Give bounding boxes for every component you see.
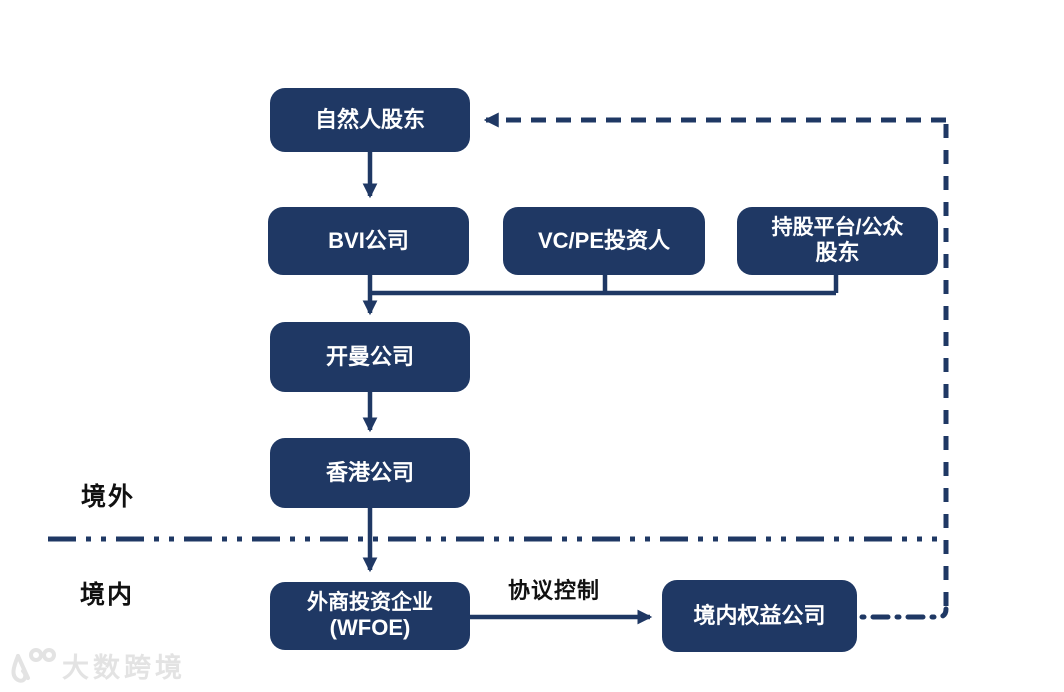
node-vcpe-label: VC/PE投资人 [537, 227, 671, 253]
node-holding-platform-public-shareholders: 持股平台/公众 股东 [737, 207, 938, 275]
node-holding-platform-label-line1: 持股平台/公众 [771, 216, 904, 240]
onshore-region-label: 境内 [80, 581, 135, 609]
node-bvi-label: BVI公司 [328, 227, 409, 253]
node-hongkong-company: 香港公司 [270, 438, 470, 508]
node-natural-person-label: 自然人股东 [314, 106, 425, 132]
offshore-region-label: 境外 [81, 483, 136, 511]
watermark: 大数跨境 [6, 644, 186, 686]
watermark-logo-icon [11, 648, 56, 683]
node-wfoe-label-line1: 外商投资企业 [307, 591, 433, 615]
loop-bottom-dashdot [859, 606, 949, 620]
node-domestic-equity-label: 境内权益公司 [693, 602, 826, 628]
watermark-brand-text: 大数跨境 [62, 652, 186, 683]
node-cayman-label: 开曼公司 [325, 343, 414, 369]
node-wfoe-label-line2: (WFOE) [329, 615, 411, 641]
node-domestic-equity-company: 境内权益公司 [662, 580, 857, 652]
node-cayman-company: 开曼公司 [270, 322, 470, 392]
node-vcpe-investors: VC/PE投资人 [503, 207, 705, 275]
agreement-control-edge-label: 协议控制 [508, 578, 601, 603]
node-bvi-company: BVI公司 [268, 207, 469, 275]
node-natural-person-shareholders: 自然人股东 [270, 88, 470, 152]
node-wfoe: 外商投资企业 (WFOE) [270, 582, 470, 650]
node-hongkong-label: 香港公司 [325, 459, 414, 485]
node-holding-platform-label-line2: 股东 [815, 240, 860, 266]
